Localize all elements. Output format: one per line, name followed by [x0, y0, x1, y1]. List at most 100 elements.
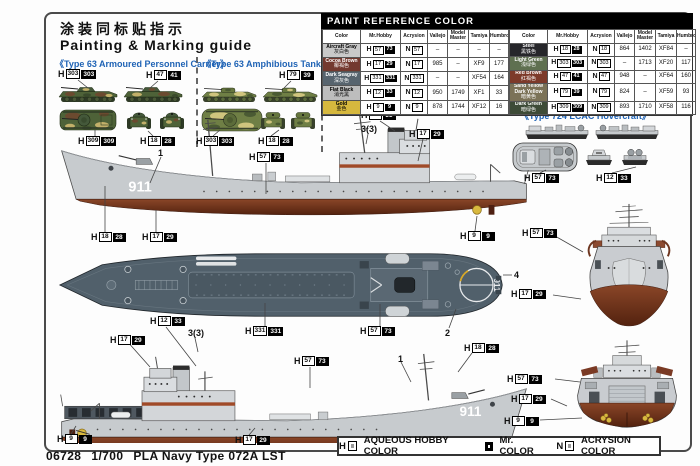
h-prefix: H	[57, 434, 64, 444]
mr-color-number: 41	[167, 70, 181, 80]
h-prefix: H	[366, 60, 372, 68]
acrysion-number: 57	[411, 45, 423, 55]
h-prefix: H	[258, 136, 265, 146]
callout-number: 3(3)	[361, 124, 378, 134]
amphibious-tank-front-view-2	[290, 109, 316, 136]
humbrol-cell: 93	[676, 83, 696, 102]
aqueous-number: 57	[514, 374, 528, 384]
hull-number: 911	[492, 278, 501, 292]
aqueous-number: 309	[85, 136, 101, 146]
paint-table-title: PAINT REFERENCE COLOR	[321, 13, 693, 29]
legend-mr-label: Mr. COLOR	[499, 435, 534, 457]
amphibious-tank-side-view-2	[261, 84, 319, 109]
aqueous-number: 18	[98, 232, 112, 242]
h-prefix: H	[91, 232, 98, 242]
n-prefix: N	[592, 88, 598, 96]
aqueous-number: 18	[559, 45, 571, 55]
mr-color-number: 29	[430, 129, 444, 139]
h-prefix: H	[110, 335, 117, 345]
aqueous-number: 18	[471, 343, 485, 353]
mr-color-number: 29	[532, 289, 546, 299]
n-prefix: N	[405, 89, 411, 97]
lcac-front-view	[584, 147, 614, 171]
mr-color-number: 33	[617, 173, 631, 183]
mr-color-number: 309	[101, 136, 117, 146]
apc-front-view-1	[126, 108, 152, 137]
mr-color-number: 73	[384, 46, 395, 54]
section-label-apc: 《Type 63 Armoured Personnel Carrier》	[55, 59, 230, 69]
tamiya-cell: XF84	[655, 42, 677, 57]
tamiya-cell: XF54	[468, 71, 490, 87]
h-prefix: H	[553, 72, 559, 80]
callout-number: 3(3)	[188, 328, 205, 338]
h-prefix: H	[294, 356, 301, 366]
paint-table-left: Color Mr.Hobby Acrysion Vallejo Model Ma…	[322, 29, 509, 116]
h-prefix: H	[366, 46, 372, 54]
aqueous-number: 47	[559, 72, 571, 82]
color-swatch: Light Green 浅绿色	[509, 56, 548, 71]
h-prefix: H	[249, 152, 256, 162]
section-divider	[196, 57, 198, 147]
color-swatch: Dark Green 暗绿色	[509, 100, 548, 115]
tamiya-cell: XF64	[655, 69, 677, 84]
col-acrysion: Acrysion	[587, 29, 615, 44]
color-legend: H AQUEOUS HOBBY COLOR Mr. COLOR N ACRYSI…	[337, 435, 661, 457]
h-prefix: H	[366, 103, 372, 111]
mr-color-number: 39	[571, 88, 582, 96]
h-prefix: H	[553, 45, 559, 53]
apc-front-view-2	[159, 108, 185, 137]
tamiya-cell: XF1	[468, 85, 490, 101]
page-title-en: Painting & Marking guide	[60, 37, 253, 53]
section-label-lcac: 《Type 724 LCAC Hovercraft》	[520, 111, 651, 121]
mr-color-number: 73	[315, 356, 329, 366]
aqueous-number: 303	[557, 58, 571, 68]
apc-side-view-1	[57, 84, 119, 109]
h-prefix: H	[504, 416, 511, 426]
aqueous-number: 17	[117, 335, 131, 345]
tamiya-cell: XF20	[655, 56, 677, 71]
acrysion-number: 12	[411, 88, 423, 98]
aqueous-number: 17	[416, 129, 430, 139]
color-swatch: Aircraft Gray 灰白色	[322, 42, 361, 58]
n-prefix: N	[592, 45, 598, 53]
tamiya-cell: –	[468, 42, 490, 58]
aqueous-number: 18	[265, 136, 279, 146]
aqueous-number: 9	[511, 416, 525, 426]
section-label-tank: 《Type 63 Amphibious Tank》	[202, 59, 330, 69]
aqueous-number: 57	[372, 45, 384, 55]
h-prefix: H	[279, 70, 286, 80]
mr-color-number: 331	[268, 326, 284, 336]
mr-color-number: 9	[78, 434, 92, 444]
aqueous-number: 57	[529, 228, 543, 238]
tamiya-cell: XF9	[468, 56, 490, 73]
mr-color-number: 73	[543, 228, 557, 238]
modelmaster-cell: –	[634, 69, 656, 84]
n-prefix: N	[405, 103, 411, 111]
mr-color-number: 303	[219, 136, 235, 146]
mr-color-number: 29	[163, 232, 177, 242]
acrysion-number: 17	[411, 59, 423, 69]
color-name-cn: 椰褐色	[333, 63, 349, 70]
color-swatch: Cocoa Brown 椰褐色	[322, 56, 361, 73]
modelmaster-cell: 1710	[634, 100, 656, 115]
col-humbrol: Humbrol	[489, 29, 509, 44]
apc-top-view	[57, 106, 119, 139]
mr-color-number: 28	[161, 136, 175, 146]
color-name: Light Green	[514, 56, 543, 63]
